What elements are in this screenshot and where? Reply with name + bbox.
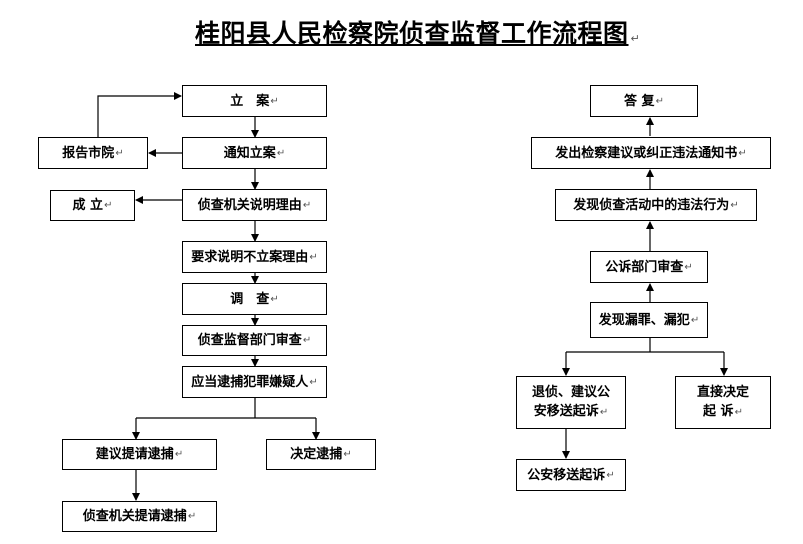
box-tongzhi-lian: 通知立案↵ bbox=[182, 137, 327, 169]
box-dafu: 答 复↵ bbox=[590, 85, 698, 117]
box-baogao-shiyuan: 报告市院↵ bbox=[38, 137, 148, 169]
zhijie-line-1: 直接决定 bbox=[696, 385, 749, 400]
box-fachu-jianyi: 发出检察建议或纠正违法通知书↵ bbox=[531, 137, 771, 169]
box-gongsu-shencha: 公诉部门审查↵ bbox=[590, 251, 708, 283]
box-chengli: 成 立↵ bbox=[50, 190, 135, 221]
box-jianyi-tiqing: 建议提请逮捕↵ bbox=[62, 439, 217, 470]
box-gongan-yisong: 公安移送起诉↵ bbox=[516, 459, 626, 491]
box-jueding-daibu: 决定逮捕↵ bbox=[266, 439, 376, 470]
box-diaocha: 调 查↵ bbox=[182, 283, 327, 315]
tuizhen-line-2: 安移送起诉↵ bbox=[533, 404, 609, 419]
tuizhen-line-1: 退侦、建议公 bbox=[531, 385, 610, 400]
box-faxian-louzui: 发现漏罪、漏犯↵ bbox=[590, 302, 708, 338]
box-shencha: 侦查监督部门审查↵ bbox=[182, 325, 327, 356]
box-faxian-weifa: 发现侦查活动中的违法行为↵ bbox=[555, 189, 757, 221]
page-title: 桂阳县人民检察院侦查监督工作流程图↵ bbox=[195, 19, 641, 48]
arrow-baogao-to-lian bbox=[97, 92, 182, 137]
zhijie-line-2: 起 诉↵ bbox=[703, 404, 743, 419]
box-yingdang-daibu: 应当逮捕犯罪嫌疑人↵ bbox=[182, 366, 327, 398]
box-zhijie-jueding: 直接决定 起 诉↵ bbox=[675, 376, 771, 429]
box-yaoqiu-shuoming: 要求说明不立案理由↵ bbox=[182, 241, 327, 273]
box-lian: 立 案↵ bbox=[182, 85, 327, 117]
box-zhencha-shuoming: 侦查机关说明理由↵ bbox=[182, 189, 327, 221]
box-zhencha-tiqing: 侦查机关提请逮捕↵ bbox=[62, 501, 217, 532]
box-tuizhen-jianyi: 退侦、建议公 安移送起诉↵ bbox=[516, 376, 626, 429]
